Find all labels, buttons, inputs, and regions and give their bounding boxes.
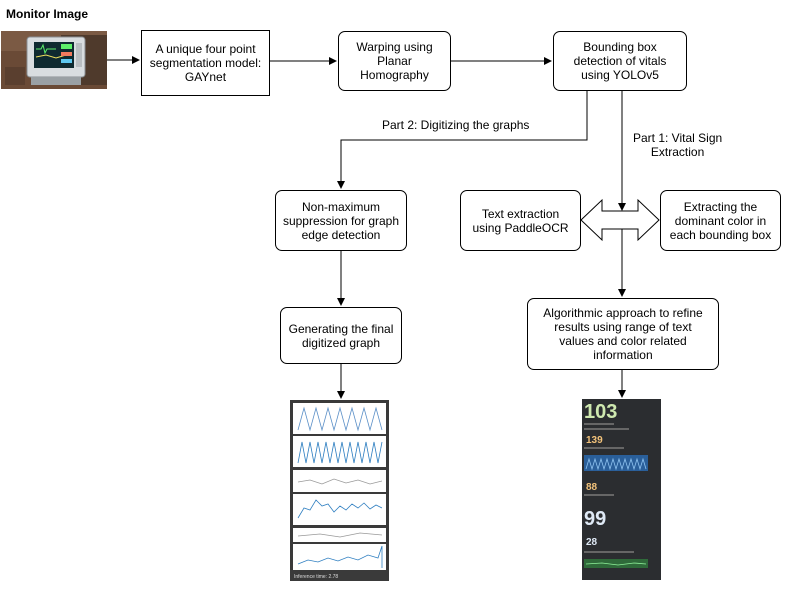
color-box: Extracting the dominant color in each bo… bbox=[660, 190, 781, 251]
vital-value-1: 103 bbox=[584, 401, 617, 423]
double-arrow-ocr-color bbox=[580, 198, 660, 242]
vital-value-4: 99 bbox=[584, 508, 606, 530]
part1-label: Part 1: Vital Sign Extraction bbox=[633, 131, 723, 159]
final-graph-box: Generating the final digitized graph bbox=[280, 307, 402, 364]
graph-footer: Inference time: 2.78 bbox=[294, 574, 338, 580]
vital-value-3: 88 bbox=[586, 482, 598, 493]
vital-value-2: 139 bbox=[586, 435, 603, 446]
algo-box: Algorithmic approach to refine results u… bbox=[527, 298, 719, 370]
vital-value-5: 28 bbox=[586, 537, 598, 548]
yolo-box: Bounding box detection of vitals using Y… bbox=[553, 31, 687, 91]
part2-label: Part 2: Digitizing the graphs bbox=[382, 118, 530, 132]
vitals-output: 103 139 88 99 28 bbox=[582, 399, 661, 580]
digitized-graph-output: Inference time: 2.78 bbox=[290, 400, 389, 581]
warping-box: Warping using Planar Homography bbox=[338, 31, 451, 91]
ocr-box: Text extraction using PaddleOCR bbox=[460, 190, 581, 251]
gaynet-box: A unique four point segmentation model: … bbox=[141, 30, 270, 96]
arrow-yolo-to-nms bbox=[337, 91, 588, 189]
monitor-image-title: Monitor Image bbox=[6, 7, 89, 21]
monitor-photo bbox=[1, 31, 107, 89]
nms-box: Non-maximum suppression for graph edge d… bbox=[275, 190, 407, 251]
